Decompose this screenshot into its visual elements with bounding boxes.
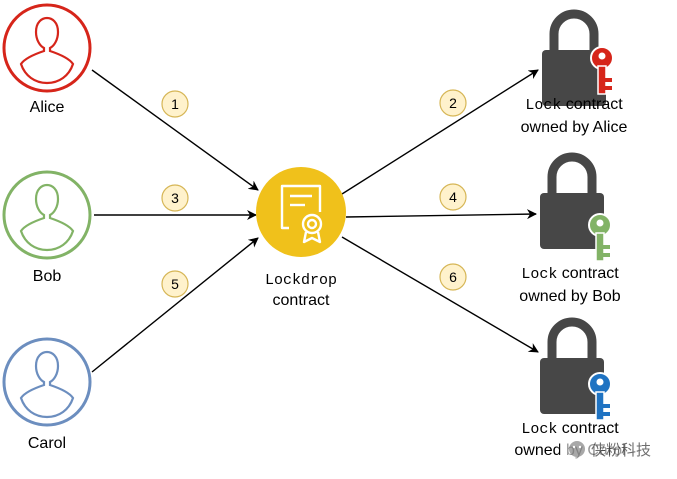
step-number-1: 1	[171, 96, 179, 112]
step-badge-4	[439, 183, 467, 211]
arrow-alice-to-lockdrop	[91, 69, 259, 191]
step-number-4: 4	[449, 189, 457, 205]
lockdrop-circle	[256, 167, 346, 257]
arrow-lockdrop-to-lock-alice	[341, 69, 539, 195]
lockdrop-label: contract	[273, 292, 330, 309]
lock-suffix: contract	[557, 420, 619, 437]
arrow-lockdrop-to-lock-carol	[341, 236, 539, 353]
step-number-5: 5	[171, 276, 179, 292]
step-badge-3	[161, 184, 189, 212]
step-number-2: 2	[449, 95, 457, 111]
step-number-6: 6	[449, 269, 457, 285]
certificate-icon	[280, 184, 323, 244]
arrow-carol-to-lockdrop	[91, 237, 259, 373]
lock-carol	[540, 322, 612, 421]
lock-code: Lock	[525, 97, 561, 114]
step-badges: 1 2 3 4 5 6	[161, 89, 467, 298]
arrow-lockdrop-to-lock-bob	[345, 209, 537, 220]
lock-suffix: contract	[561, 96, 623, 113]
lock-bob	[540, 157, 612, 262]
user-carol	[2, 337, 92, 427]
step-number-3: 3	[171, 190, 179, 206]
lock-bob-title: Lock contract	[521, 265, 619, 283]
step-badge-1	[161, 90, 189, 118]
watermark-text: 侠粉科技	[591, 441, 651, 459]
step-badge-5	[161, 270, 189, 298]
lock-bob-owner: owned by Bob	[519, 288, 621, 305]
user-bob	[2, 170, 92, 260]
user-alice	[2, 3, 92, 93]
lockdrop-code-label: Lockdrop	[265, 272, 337, 289]
lock-code: Lock	[521, 266, 557, 283]
bob-label: Bob	[33, 268, 62, 285]
step-badge-2	[439, 89, 467, 117]
lock-suffix: contract	[557, 265, 619, 282]
alice-label: Alice	[30, 99, 65, 116]
lock-alice	[542, 14, 614, 106]
lock-code: Lock	[521, 421, 557, 438]
padlock-icon	[540, 322, 604, 414]
lock-carol-title: Lock contract	[521, 420, 619, 438]
arrows	[91, 69, 539, 373]
step-badge-6	[439, 263, 467, 291]
lock-alice-owner: owned by Alice	[521, 119, 628, 136]
lock-alice-title: Lock contract	[525, 96, 623, 114]
wechat-icon	[569, 441, 585, 457]
carol-label: Carol	[28, 435, 66, 452]
watermark: 侠粉科技	[560, 438, 660, 460]
lockdrop-contract-node	[256, 167, 346, 257]
